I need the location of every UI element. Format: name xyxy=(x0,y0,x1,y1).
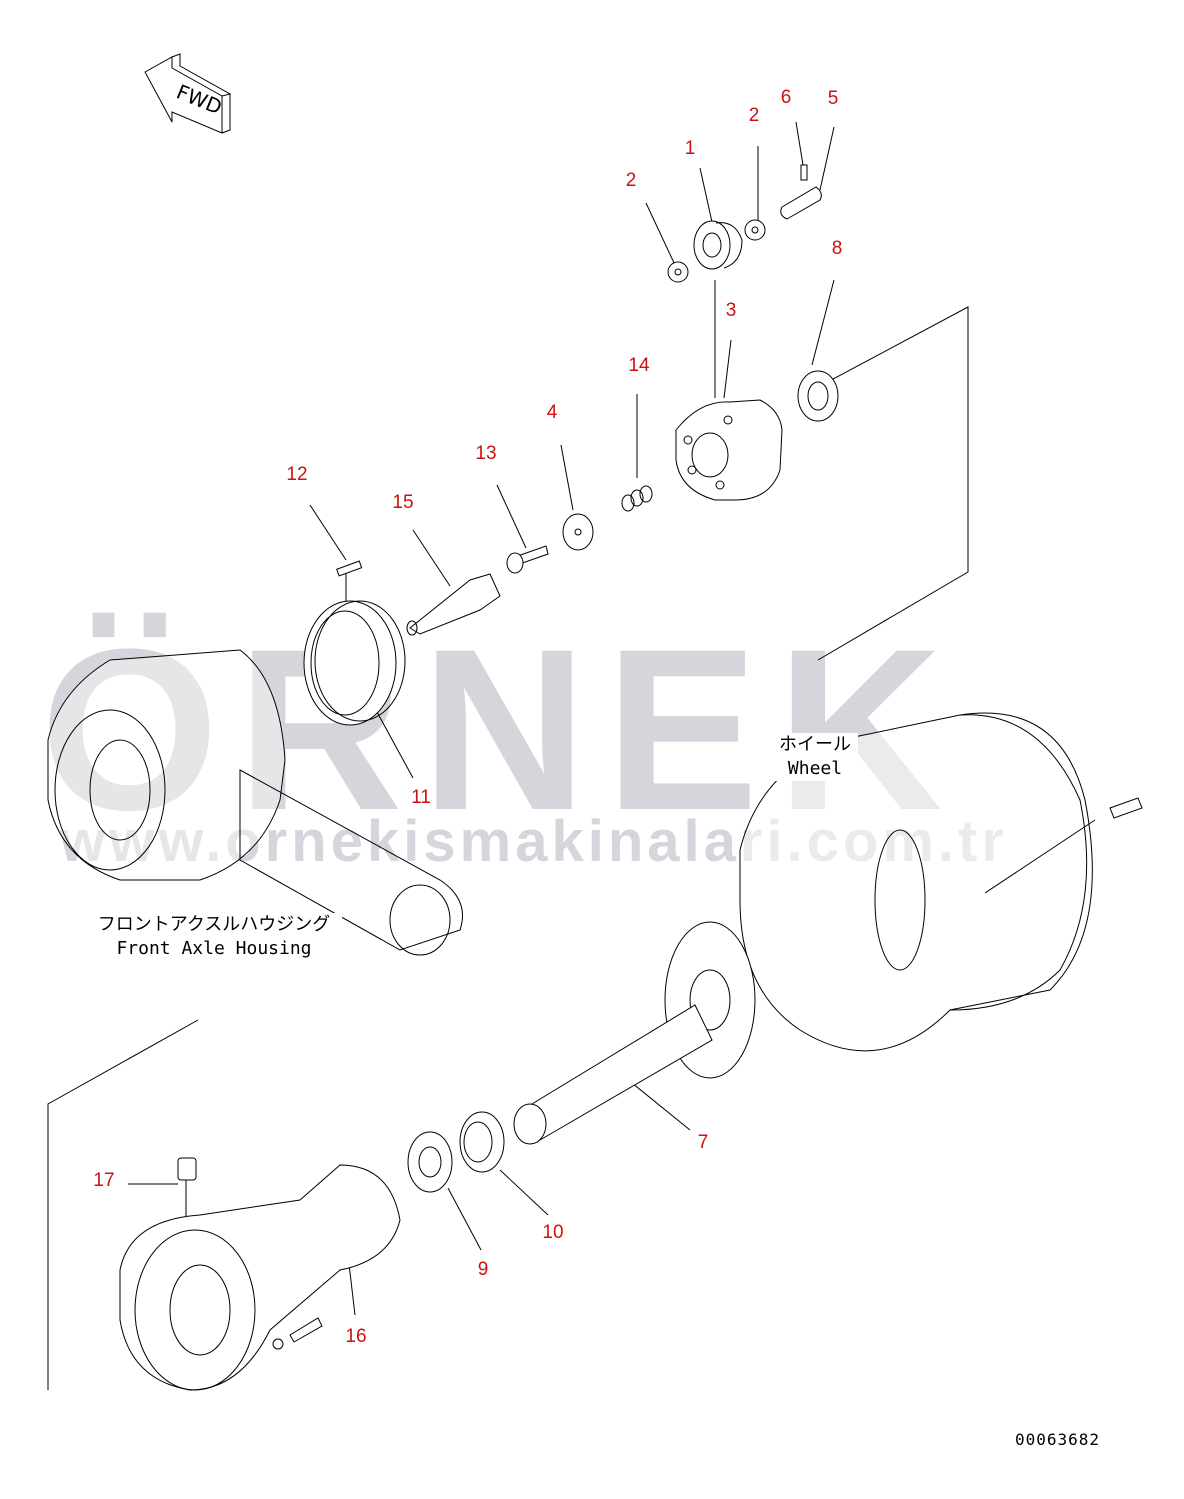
part-callout-16: 16 xyxy=(345,1326,367,1347)
part-callout-9: 9 xyxy=(477,1259,489,1280)
housing-label: フロントアクスルハウジング Front Axle Housing xyxy=(86,913,342,961)
part-callout-10: 10 xyxy=(542,1222,564,1243)
fwd-arrow-icon: FWD xyxy=(144,53,232,134)
part-callout-6: 6 xyxy=(780,87,792,108)
part-callout-14: 14 xyxy=(628,355,650,376)
part-callout-12: 12 xyxy=(286,464,308,485)
document-number: 00063682 xyxy=(1015,1430,1101,1449)
part-callout-2: 2 xyxy=(748,105,760,126)
part-callout-2: 2 xyxy=(625,170,637,191)
wheel-label-jp: ホイール xyxy=(779,734,851,755)
front-axle-housing-drawing xyxy=(47,649,463,956)
knuckle-housing-drawing xyxy=(119,1157,401,1391)
housing-label-en: Front Axle Housing xyxy=(116,938,312,959)
part-callout-1: 1 xyxy=(684,138,696,159)
part-callout-15: 15 xyxy=(392,492,414,513)
wheel-label-en: Wheel xyxy=(787,758,843,779)
part-callout-7: 7 xyxy=(697,1132,709,1153)
housing-label-jp: フロントアクスルハウジング xyxy=(97,914,331,935)
part-callout-5: 5 xyxy=(827,88,839,109)
part-callout-8: 8 xyxy=(831,238,843,259)
part-callout-3: 3 xyxy=(725,300,737,321)
part-callout-4: 4 xyxy=(546,402,558,423)
part-callout-13: 13 xyxy=(475,443,497,464)
axle-shaft-drawing xyxy=(513,921,756,1145)
wheel-drawing xyxy=(739,712,1143,1052)
wheel-label: ホイール Wheel xyxy=(772,733,858,781)
part-callout-17: 17 xyxy=(93,1170,115,1191)
part-callout-11: 11 xyxy=(411,787,431,808)
